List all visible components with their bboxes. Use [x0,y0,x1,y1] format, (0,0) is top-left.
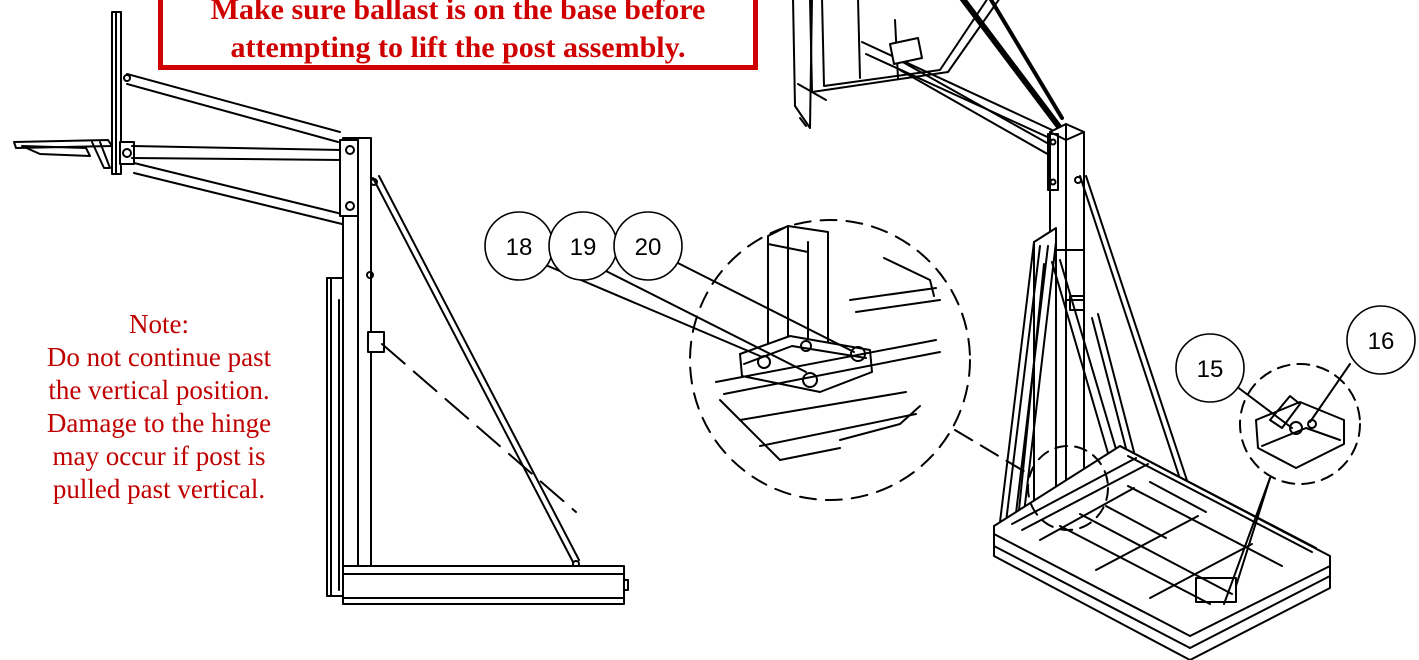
callout-19: 19 [570,234,597,261]
side-view-base [342,565,629,605]
iso-base [993,445,1331,660]
note: Note: Do not continue past the vertical … [0,308,318,506]
note-line-4: may occur if post is [52,441,266,471]
detail-circle-brace-foot [1223,363,1361,605]
note-line-3: Damage to the hinge [46,408,272,438]
side-view-hoop [13,11,135,175]
side-view-brace [372,175,580,568]
warning-line-2: attempting to lift the post assembly. [230,31,686,64]
note-line-1: Do not continue past [46,342,272,372]
iso-ballast-frame [999,227,1135,531]
callout-15: 15 [1197,356,1224,383]
callout-bubbles [484,211,1416,403]
side-view-arms [126,73,343,225]
warning-line-1: Make sure ballast is on the base before [210,0,706,26]
note-line-5: pulled past vertical. [52,474,266,504]
callout-circle-20 [613,211,683,281]
iso-arms [861,0,1064,161]
callout-16: 16 [1368,328,1395,355]
warning-box: Make sure ballast is on the base before … [158,0,758,70]
callout-20: 20 [635,234,662,261]
callout-circle-16 [1346,305,1416,375]
detail-circle-hinge [547,219,1109,531]
iso-backboard [792,0,1000,129]
note-title: Note: [129,309,189,339]
callout-circle-15 [1175,333,1245,403]
callout-18: 18 [506,234,533,261]
side-view-ballast-panel [326,277,344,597]
note-line-2: the vertical position. [48,375,270,405]
side-view-post [339,137,385,599]
